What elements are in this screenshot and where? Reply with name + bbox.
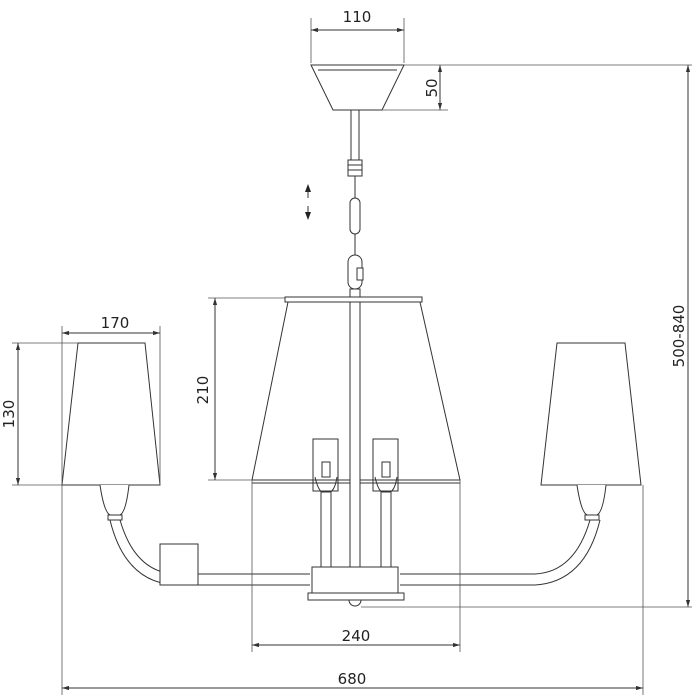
canopy [310,64,405,161]
dim-overall-width: 680 [338,670,367,688]
dim-side-shade-width: 170 [101,314,130,332]
dim-side-shade-height: 130 [0,400,18,429]
dimension-lines [12,18,692,695]
dim-candle-span: 240 [342,627,371,645]
height-adjust-arrows-icon [305,184,311,220]
center-shade [251,296,461,568]
arms [109,519,601,607]
right-shade [540,342,642,521]
left-shade [61,342,161,521]
dim-canopy-height: 50 [423,78,441,97]
dim-center-shade-height: 210 [194,376,212,405]
dim-canopy-width: 110 [343,8,372,26]
dim-overall-height: 500-840 [670,305,688,368]
dimension-labels: 110 50 500-840 210 170 130 240 680 [0,8,688,688]
chain [347,159,364,299]
